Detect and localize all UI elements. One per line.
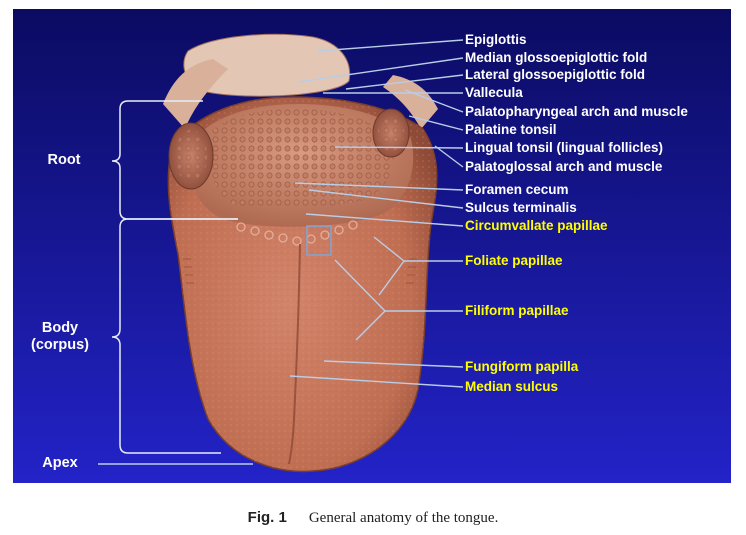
region-label-body: Body (corpus) bbox=[20, 320, 100, 354]
label-palatoglossal-arch: Palatoglossal arch and muscle bbox=[465, 159, 663, 174]
label-foliate-papillae: Foliate papillae bbox=[465, 253, 563, 268]
leader-lines bbox=[98, 39, 464, 465]
caption-text: General anatomy of the tongue. bbox=[308, 510, 499, 526]
label-epiglottis: Epiglottis bbox=[465, 32, 527, 47]
label-lateral-glossoepiglottic-fold: Lateral glossoepiglottic fold bbox=[465, 67, 646, 82]
label-filiform-papillae: Filiform papillae bbox=[465, 303, 569, 318]
label-lingual-tonsil: Lingual tonsil (lingual follicles) bbox=[465, 140, 664, 155]
label-vallecula: Vallecula bbox=[465, 85, 523, 100]
region-label-body-line2: (corpus) bbox=[31, 337, 89, 353]
label-median-sulcus: Median sulcus bbox=[465, 379, 559, 394]
label-foramen-cecum: Foramen cecum bbox=[465, 182, 569, 197]
figure-caption: Fig. 1 General anatomy of the tongue. bbox=[0, 509, 746, 527]
region-label-body-line1: Body bbox=[41, 320, 79, 336]
label-median-glossoepiglottic-fold: Median glossoepiglottic fold bbox=[465, 50, 648, 65]
label-palatine-tonsil: Palatine tonsil bbox=[465, 122, 557, 137]
label-sulcus-terminalis: Sulcus terminalis bbox=[465, 200, 577, 215]
region-label-apex: Apex bbox=[42, 455, 78, 471]
label-circumvallate-papillae: Circumvallate papillae bbox=[465, 218, 608, 233]
tongue-anatomy-diagram bbox=[13, 9, 731, 483]
figure-number: Fig. 1 bbox=[247, 509, 287, 526]
region-brackets bbox=[111, 100, 238, 454]
region-label-root: Root bbox=[47, 152, 81, 168]
label-fungiform-papilla: Fungiform papilla bbox=[465, 359, 579, 374]
label-palatopharyngeal-arch: Palatopharyngeal arch and muscle bbox=[465, 104, 688, 119]
